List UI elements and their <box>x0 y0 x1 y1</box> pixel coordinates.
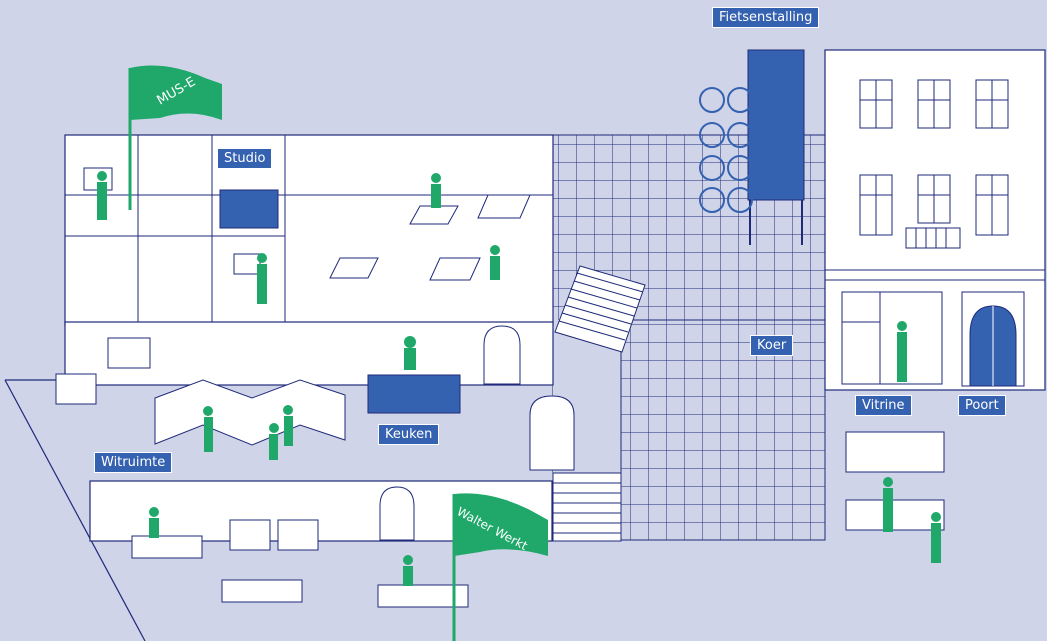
label-studio[interactable]: Studio <box>217 148 272 169</box>
bike-shelter-roof[interactable] <box>748 50 804 200</box>
market-stall-counter <box>846 500 944 530</box>
label-poort[interactable]: Poort <box>958 395 1006 416</box>
label-keuken[interactable]: Keuken <box>378 424 439 445</box>
market-stall-awning <box>846 432 944 472</box>
kitchen-counter <box>368 375 460 413</box>
lower-grid[interactable] <box>621 320 825 540</box>
label-witruimte[interactable]: Witruimte <box>94 452 172 473</box>
label-fietsenstalling[interactable]: Fietsenstalling <box>712 7 819 28</box>
label-vitrine[interactable]: Vitrine <box>855 395 912 416</box>
label-koer[interactable]: Koer <box>750 335 793 356</box>
studio-booth <box>220 190 278 228</box>
folding-walls <box>155 380 345 445</box>
